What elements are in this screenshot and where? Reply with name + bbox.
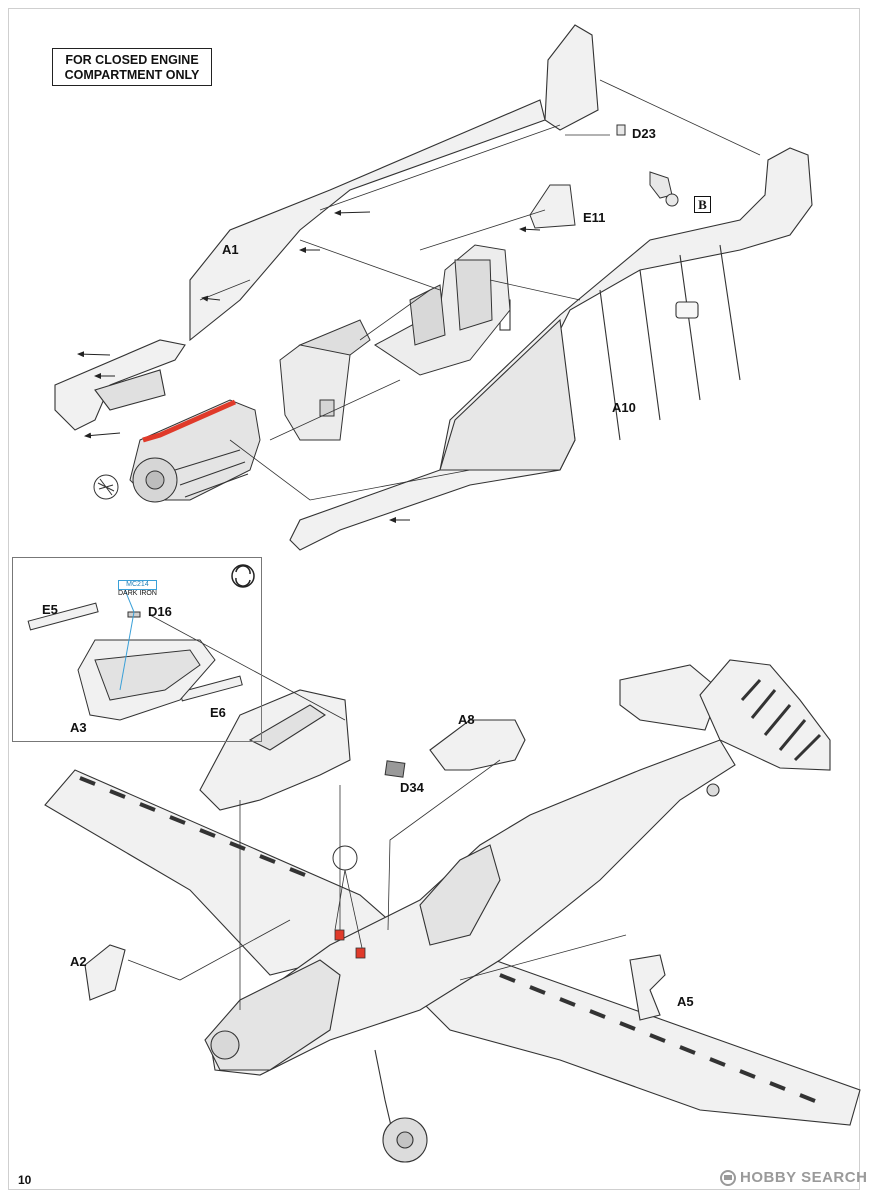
seat-assembly xyxy=(374,244,511,376)
part-d34 xyxy=(384,760,406,778)
part-e11 xyxy=(529,184,576,229)
paint-name: DARK IRON xyxy=(118,590,157,597)
label-a2: A2 xyxy=(70,954,87,969)
label-a1: A1 xyxy=(222,242,239,257)
engine-block xyxy=(129,399,261,503)
instrument-box xyxy=(279,319,371,441)
paint-code: MC214 xyxy=(118,580,157,590)
note-box: FOR CLOSED ENGINE COMPARTMENT ONLY xyxy=(52,48,212,86)
label-d16: D16 xyxy=(148,604,172,619)
label-a5: A5 xyxy=(677,994,694,1009)
tailwheel-d23 xyxy=(616,124,679,207)
note-line-1: FOR CLOSED ENGINE xyxy=(65,53,199,67)
magnifier-icon xyxy=(93,474,119,500)
paint-callout: MC214 DARK IRON xyxy=(118,580,157,598)
page-frame xyxy=(8,8,860,1190)
reference-b-badge: B xyxy=(694,196,711,213)
hobby-search-logo-icon xyxy=(720,1170,736,1187)
aircraft-full xyxy=(44,659,861,1163)
label-a10: A10 xyxy=(612,400,636,415)
note-line-2: COMPARTMENT ONLY xyxy=(64,68,200,82)
label-e11: E11 xyxy=(583,210,606,225)
rotate-icon xyxy=(231,564,255,588)
detail-circle-icon xyxy=(332,845,358,871)
page-number: 10 xyxy=(18,1173,32,1187)
label-e6: E6 xyxy=(210,705,226,720)
inset-cowling-assembly xyxy=(27,602,243,721)
label-e5: E5 xyxy=(42,602,58,617)
label-d34: D34 xyxy=(400,780,424,795)
watermark: HOBBY SEARCH xyxy=(720,1169,868,1187)
inset-frame xyxy=(12,557,262,742)
label-d23: D23 xyxy=(632,126,656,141)
label-a8: A8 xyxy=(458,712,475,727)
label-a3: A3 xyxy=(70,720,87,735)
fuselage-half-a10 xyxy=(54,24,813,551)
watermark-text: HOBBY SEARCH xyxy=(740,1169,868,1186)
